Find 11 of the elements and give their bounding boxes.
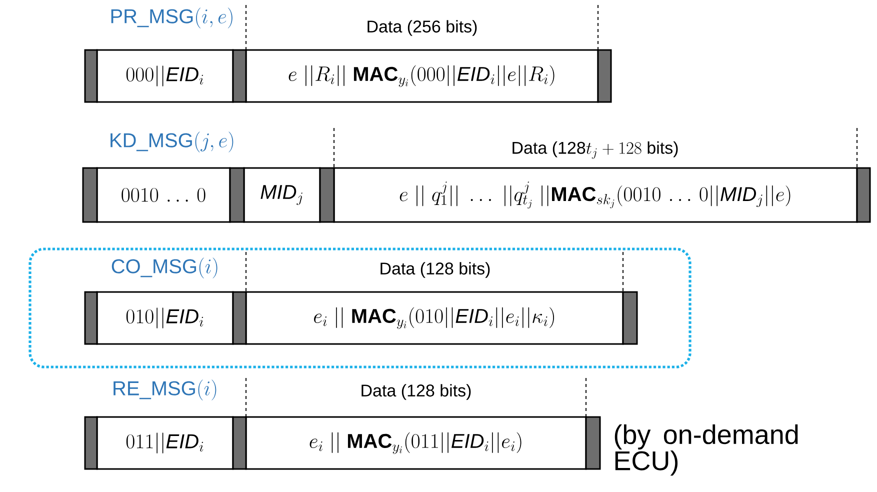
note: (by on-demand ECU) xyxy=(614,424,798,476)
field-size-label: Data (128 bits) xyxy=(362,384,471,400)
dotted-frame xyxy=(28,248,692,368)
field-size-label: $\mbox{Data (128}t_j+128\mbox{ bits)}$ xyxy=(512,141,678,159)
message-name: $\mathrm{PR\_MSG}(i,e)$ xyxy=(111,8,232,28)
field-cell: $e\;||\;q_1^j||\;\ldots\;||q_{t_j}^j\;||\mathbf{MAC}_{sk_j}(0010\,\ldots\,0||\mathit{MID}_j||e)$ xyxy=(333,167,858,223)
field-size-label: Data (128 bits) xyxy=(380,262,490,278)
message-name: $\mathrm{CO\_MSG}(i)$ xyxy=(112,258,218,278)
field-size-label: Data (256 bits) xyxy=(368,20,477,36)
message-name: $\mathrm{KD\_MSG}(j,e)$ xyxy=(110,132,234,152)
message-name: $\mathrm{RE\_MSG}(i)$ xyxy=(114,380,216,400)
